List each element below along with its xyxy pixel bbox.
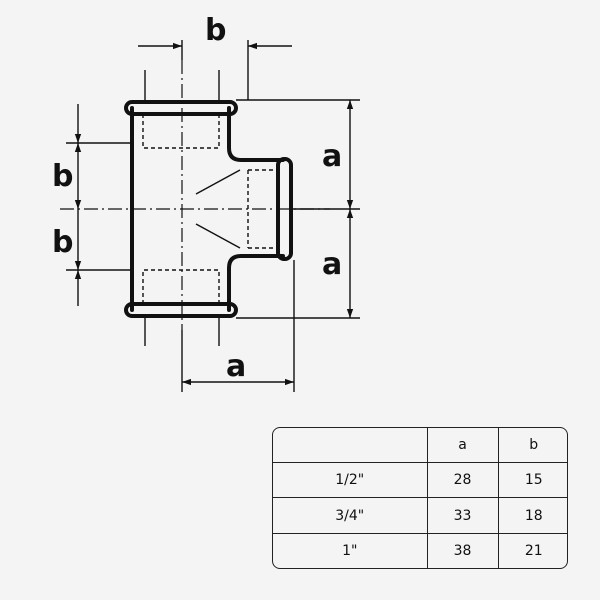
dim-label-b-top: b (205, 13, 226, 48)
center-lines (60, 60, 330, 330)
table-row: 1/2" 28 15 (273, 462, 567, 499)
dim-label-a-bottom: a (226, 349, 246, 384)
table-cell-size: 1" (273, 533, 428, 568)
table-cell-size: 1/2" (273, 462, 428, 499)
table-header-row: a b (273, 428, 567, 463)
table-cell-b: 21 (524, 543, 543, 559)
dimension-lines (74, 42, 354, 386)
table-cell-a: 28 (427, 462, 499, 499)
extension-lines (66, 40, 360, 392)
dim-label-b-upper: b (52, 159, 73, 194)
table-header-cell: b (498, 428, 567, 463)
dim-label-a-lower: a (322, 247, 342, 282)
hidden-lines (142, 114, 278, 304)
table-row: 1" 38 21 (273, 533, 567, 568)
table-cell-b: 18 (498, 497, 567, 534)
table-cell-size: 3/4" (273, 497, 428, 534)
table-row: 3/4" 33 18 (273, 497, 567, 534)
table-header-cell (273, 428, 428, 463)
dim-label-b-lower: b (52, 225, 73, 260)
table-cell-a: 38 (427, 533, 499, 568)
table-header-cell: a (427, 428, 499, 463)
dimension-table: a b 1/2" 28 15 3/4" 33 18 1" 38 21 (272, 427, 568, 569)
table-cell-a: 33 (427, 497, 499, 534)
dim-label-a-upper: a (322, 139, 342, 174)
table-cell-b: 15 (498, 462, 567, 499)
